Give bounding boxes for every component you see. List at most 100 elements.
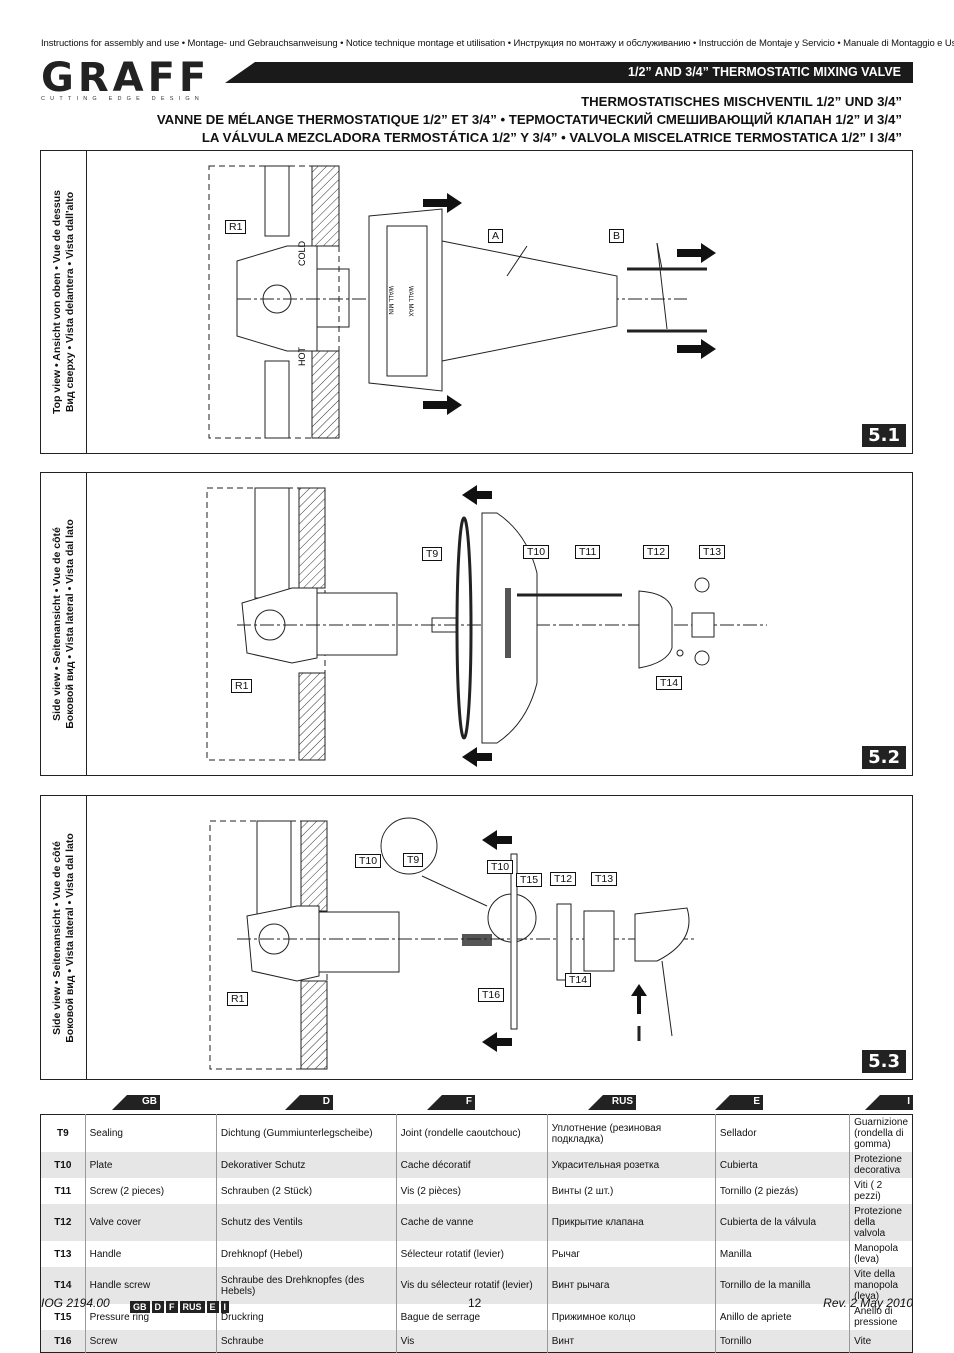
cell-f: Vis bbox=[395, 1330, 548, 1353]
cell-id: T10 bbox=[40, 1152, 86, 1178]
cell-gb: Handle bbox=[84, 1241, 217, 1267]
cell-i: Viti ( 2 pezzi) bbox=[849, 1178, 913, 1204]
title-line-de: THERMOSTATISCHES MISCHVENTIL 1/2” UND 3/… bbox=[581, 94, 902, 109]
cell-gb: Pressure ring bbox=[84, 1304, 217, 1330]
side-caption-text: Side view • Seitenansicht • Vue de côté … bbox=[51, 833, 77, 1043]
hot-label: HOT bbox=[297, 347, 307, 367]
label-t11: T11 bbox=[575, 545, 601, 559]
lang-tab-d: D bbox=[285, 1095, 333, 1110]
lang-code-d: D bbox=[322, 1096, 330, 1107]
label-r1: R1 bbox=[227, 992, 249, 1006]
label-t10: T10 bbox=[523, 545, 550, 559]
cell-f: Cache de vanne bbox=[395, 1204, 548, 1241]
panel-side-caption: Top view • Ansicht von oben • Vue de des… bbox=[41, 151, 87, 453]
side-caption-line1: Side view • Seitenansicht • Vue de côté bbox=[50, 527, 63, 721]
lang-code-i: I bbox=[907, 1096, 910, 1107]
title-line-fr-ru: VANNE DE MÉLANGE THERMOSTATIQUE 1/2” ET … bbox=[156, 112, 902, 127]
svg-text:WALL MIN: WALL MIN bbox=[387, 286, 393, 315]
label-t13: T13 bbox=[699, 545, 726, 559]
cell-rus: Винты (2 шт.) bbox=[546, 1178, 716, 1204]
cell-gb: Sealing bbox=[84, 1114, 217, 1152]
cell-gb: Screw bbox=[84, 1330, 217, 1353]
cell-id: T13 bbox=[54, 1248, 72, 1260]
side-caption-line2: Боковой вид • Vista lateral • Vista dal … bbox=[63, 519, 76, 729]
label-t16: T16 bbox=[478, 988, 505, 1002]
header-topline: Instructions for assembly and use • Mont… bbox=[41, 38, 954, 49]
title-bar-text: 1/2” AND 3/4” THERMOSTATIC MIXING VALVE bbox=[628, 65, 901, 79]
footer-doc-number: IOG 2194.00 bbox=[41, 1296, 110, 1310]
cell-i: Protezione della valvola bbox=[849, 1204, 913, 1241]
cell-rus: Прижимное колцо bbox=[546, 1304, 716, 1330]
cell-e: Tornillo de la manilla bbox=[714, 1267, 850, 1304]
cell-e: Cubierta bbox=[714, 1152, 850, 1178]
cell-rus: Винт рычага bbox=[546, 1267, 716, 1304]
lang-tab-e: E bbox=[715, 1095, 763, 1110]
graff-logo: GRAFF CUTTING EDGE DESIGN bbox=[41, 58, 211, 108]
side-caption-text: Top view • Ansicht von oben • Vue de des… bbox=[51, 190, 77, 414]
cell-e: Cubierta de la válvula bbox=[714, 1204, 850, 1241]
lang-code-gb: GB bbox=[142, 1096, 157, 1107]
side-caption-line1: Top view • Ansicht von oben • Vue de des… bbox=[50, 189, 63, 415]
cell-i: Manopola (leva) bbox=[849, 1241, 913, 1267]
cell-e: Anillo de apriete bbox=[714, 1304, 850, 1330]
cell-id: T14 bbox=[40, 1267, 86, 1304]
lang-code-f: F bbox=[465, 1096, 472, 1107]
label-r1: R1 bbox=[231, 679, 253, 693]
cell-i: Guarnizione (rondella di gomma) bbox=[849, 1114, 913, 1152]
cell-f: Bague de serrage bbox=[395, 1304, 548, 1330]
cell-rus: Винт bbox=[546, 1330, 716, 1353]
cell-i: Vite della manopola (leva) bbox=[849, 1267, 913, 1304]
multilingual-titles: THERMOSTATISCHES MISCHVENTIL 1/2” UND 3/… bbox=[157, 93, 902, 147]
label-t14: T14 bbox=[656, 676, 683, 690]
lang-tab-f: F bbox=[427, 1095, 475, 1110]
cell-f: Vis du sélecteur rotatif (levier) bbox=[395, 1267, 548, 1304]
cold-label: COLD bbox=[297, 240, 307, 266]
label-t10-detail: T10 bbox=[355, 854, 382, 868]
label-t9-detail: T9 bbox=[403, 853, 424, 867]
footer-code-gb: GB bbox=[130, 1301, 150, 1313]
figure-badge: 5.3 bbox=[862, 1050, 906, 1073]
cell-d: Schutz des Ventils bbox=[215, 1204, 397, 1241]
cell-id: T12 bbox=[40, 1204, 86, 1241]
cell-gb: Screw (2 pieces) bbox=[84, 1178, 217, 1204]
cell-e: Sellador bbox=[714, 1114, 850, 1152]
footer-code-e: E bbox=[206, 1301, 219, 1313]
side-view-drawing-2 bbox=[209, 817, 697, 1070]
cell-id: T16 bbox=[40, 1330, 86, 1353]
cell-id: T11 bbox=[54, 1185, 72, 1197]
cell-d: Druckring bbox=[215, 1304, 397, 1330]
title-bar-shape bbox=[225, 62, 913, 83]
side-caption-line2: Вид сверху • Vista delantera • Vista dal… bbox=[63, 191, 76, 413]
cell-rus: Рычаг bbox=[546, 1241, 716, 1267]
panel-side-view-2: Side view • Seitenansicht • Vue de côté … bbox=[40, 795, 913, 1080]
language-header-row: GB D F RUS E I bbox=[40, 1095, 913, 1111]
title-bar: 1/2” AND 3/4” THERMOSTATIC MIXING VALVE bbox=[225, 62, 913, 83]
side-view-drawing-1 bbox=[206, 485, 767, 767]
panel-side-caption: Side view • Seitenansicht • Vue de côté … bbox=[41, 796, 87, 1079]
label-t15: T15 bbox=[516, 873, 543, 887]
cell-gb: Handle screw bbox=[84, 1267, 217, 1304]
footer-revision: Rev. 2 May 2010 bbox=[823, 1296, 913, 1310]
label-t14: T14 bbox=[565, 973, 592, 987]
cell-d: Dichtung (Gummiunterlegscheibe) bbox=[215, 1114, 397, 1152]
cell-rus: Прикрытие клапана bbox=[546, 1204, 716, 1241]
title-line-es-it: LA VÁLVULA MEZCLADORA TERMOSTÁTICA 1/2” … bbox=[201, 130, 902, 145]
side-caption-text: Side view • Seitenansicht • Vue de côté … bbox=[51, 519, 77, 729]
footer-code-d: D bbox=[151, 1301, 164, 1313]
label-t12: T12 bbox=[550, 872, 577, 886]
cell-gb: Valve cover bbox=[84, 1204, 217, 1241]
cell-d: Dekorativer Schutz bbox=[215, 1152, 397, 1178]
footer-code-rus: RUS bbox=[179, 1301, 205, 1313]
label-a: A bbox=[488, 229, 504, 243]
cell-e: Manilla bbox=[714, 1241, 850, 1267]
cell-f: Cache décoratif bbox=[395, 1152, 548, 1178]
